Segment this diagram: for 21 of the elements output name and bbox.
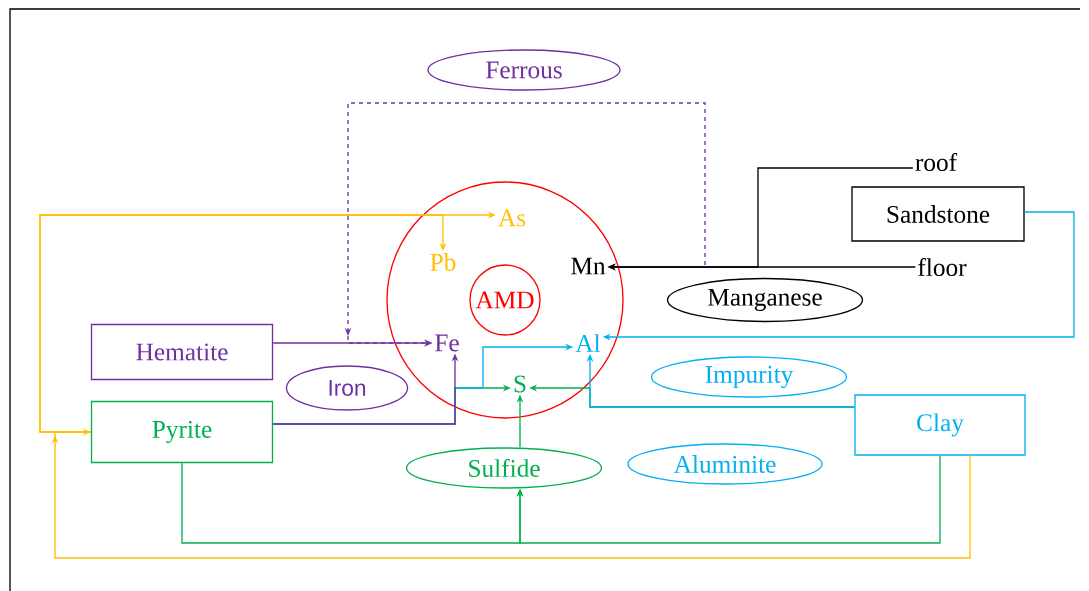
oval-label: Ferrous	[427, 49, 621, 91]
layer-label: roof	[915, 152, 958, 172]
element-symbol: Fe	[435, 334, 459, 352]
element-symbol: Mn	[571, 257, 606, 275]
layer-label: floor	[918, 257, 967, 277]
mineral-box: Clay	[854, 394, 1026, 456]
mineral-box: Pyrite	[90, 400, 274, 464]
element-symbol: As	[498, 209, 526, 227]
outer-circle	[386, 181, 624, 419]
element-symbol: Pb	[430, 253, 456, 271]
arrow	[51, 428, 971, 559]
mineral-box: Hematite	[90, 323, 274, 381]
mineral-box: Sandstone	[851, 186, 1025, 242]
element-symbol: Al	[575, 334, 601, 352]
oval-label: Impurity	[650, 356, 848, 398]
arrow	[516, 455, 941, 544]
oval-label: Manganese	[666, 277, 864, 323]
oval-label: Iron	[285, 365, 409, 411]
oval-label: Aluminite	[627, 443, 823, 485]
element-symbol: S	[514, 375, 526, 393]
oval-label: Sulfide	[405, 447, 603, 489]
